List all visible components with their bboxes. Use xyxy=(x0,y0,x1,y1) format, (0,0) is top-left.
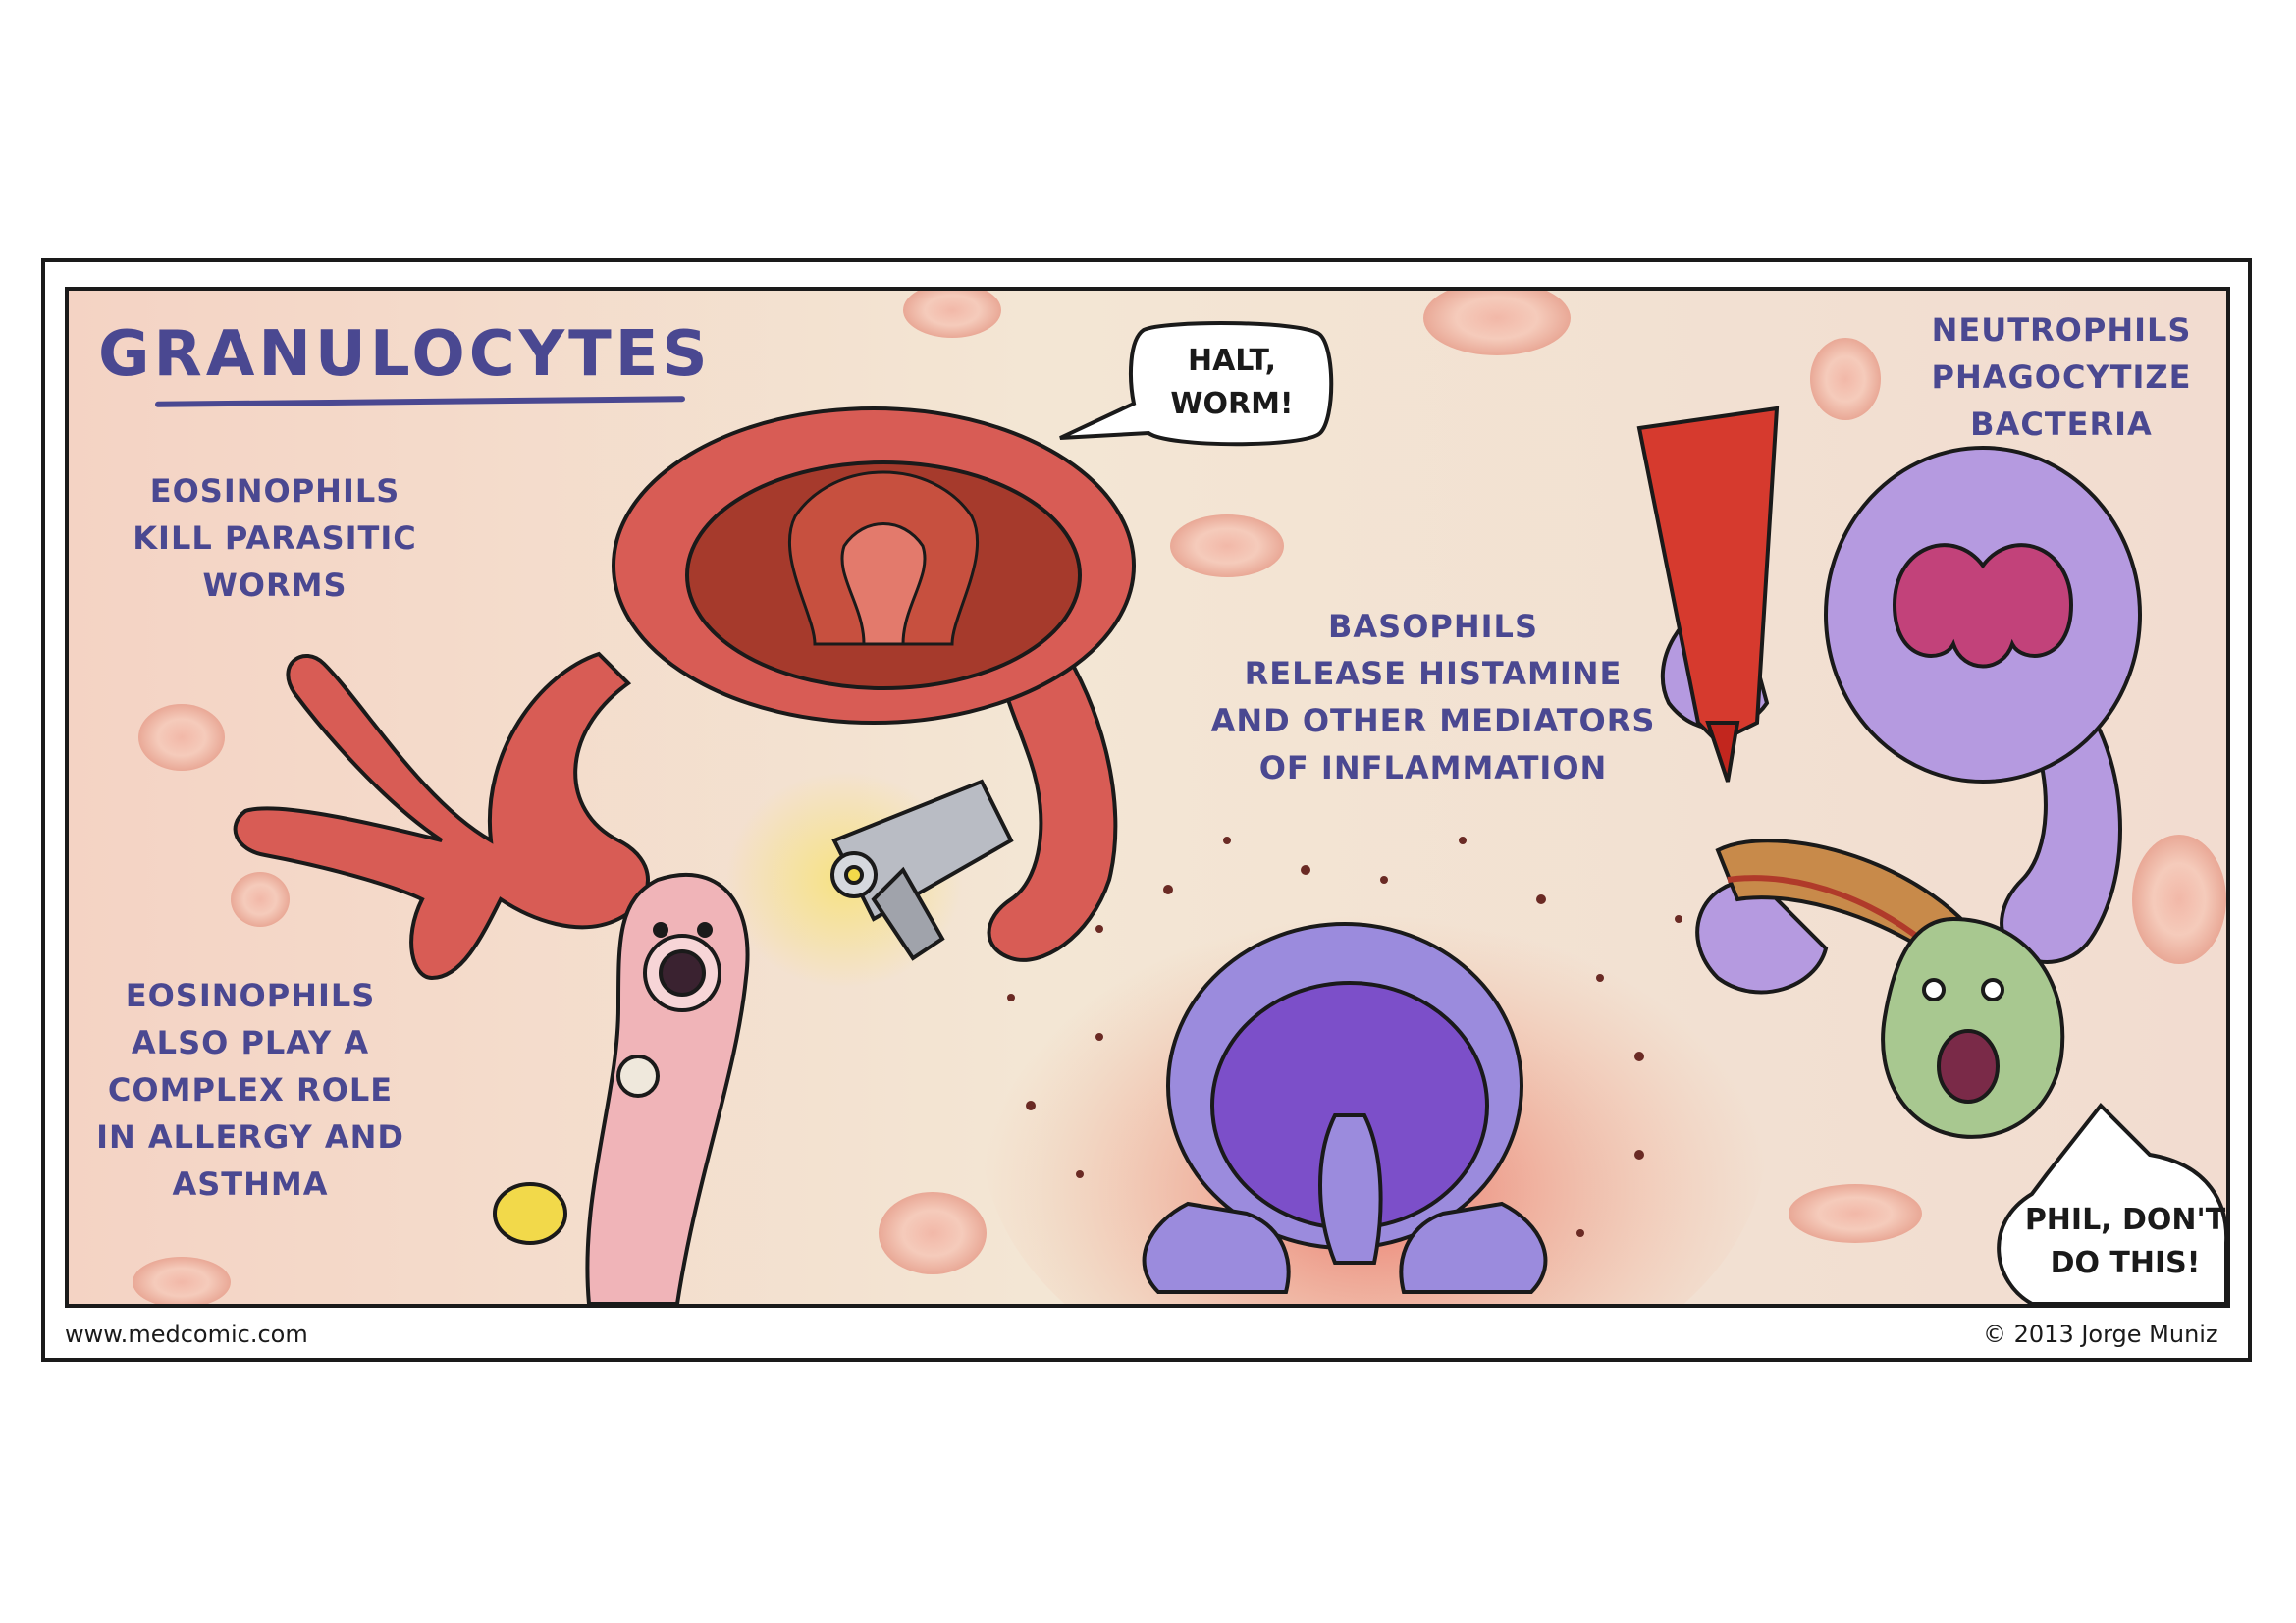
website-credit: www.medcomic.com xyxy=(65,1321,308,1348)
speech-bubble-bacterium xyxy=(1997,1102,2226,1304)
basophil-character xyxy=(1142,922,1548,1294)
speech-text-eosinophil: HALT, WORM! xyxy=(1170,344,1294,421)
bullet-casing-icon xyxy=(493,1182,567,1245)
bacterium-character xyxy=(1881,916,2065,1139)
comic-panel: GRANULOCYTES EOSINOPHILS KILL PARASITIC … xyxy=(65,287,2230,1308)
eosinophil-character xyxy=(233,406,1136,981)
ketchup-bottle-icon xyxy=(1636,406,1780,783)
red-blood-cell-icon xyxy=(133,291,2226,1304)
revolver-icon xyxy=(830,779,1014,961)
worm-character xyxy=(585,873,750,1304)
speech-text-bacterium: PHIL, DON'T DO THIS! xyxy=(2024,1203,2226,1280)
page-title: GRANULOCYTES xyxy=(98,318,712,391)
caption-eosinophils-allergy: EOSINOPHILS ALSO PLAY A COMPLEX ROLE IN … xyxy=(96,977,404,1203)
comic-illustration xyxy=(69,291,2226,1304)
caption-neutrophils: NEUTROPHILS PHAGOCYTIZE BACTERIA xyxy=(1931,311,2192,443)
caption-eosinophils-worms: EOSINOPHILS KILL PARASITIC WORMS xyxy=(133,472,417,604)
caption-basophils: BASOPHILS RELEASE HISTAMINE AND OTHER ME… xyxy=(1210,608,1656,786)
speech-bubble-eosinophil xyxy=(1059,321,1334,447)
copyright-credit: © 2013 Jorge Muniz xyxy=(1983,1321,2218,1348)
